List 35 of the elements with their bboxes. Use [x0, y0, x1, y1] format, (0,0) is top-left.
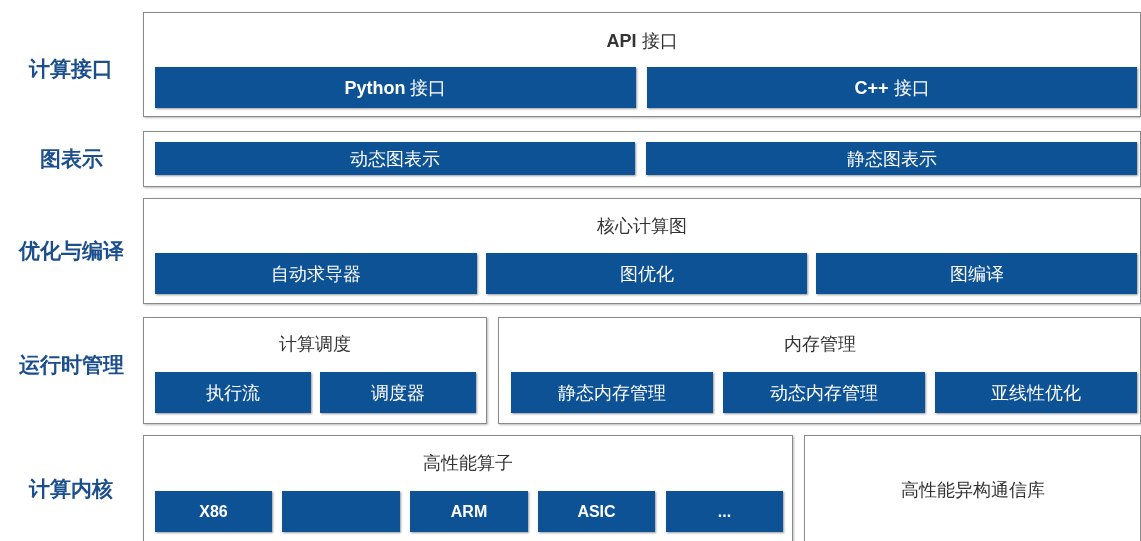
module-block — [282, 491, 400, 532]
module-block: X86 — [155, 491, 272, 532]
layer-panel — [143, 131, 1141, 187]
module-block: 自动求导器 — [155, 253, 477, 294]
layer-panel — [143, 435, 793, 541]
layer-panel — [143, 198, 1141, 304]
layer-panel — [143, 12, 1141, 117]
module-block: 图编译 — [816, 253, 1137, 294]
module-block: 动态图表示 — [155, 142, 635, 175]
module-block: 亚线性优化 — [935, 372, 1137, 413]
module-block: 调度器 — [320, 372, 476, 413]
layer-panel — [498, 317, 1141, 424]
module-block: C++ 接口 — [647, 67, 1137, 108]
panel-heading: API 接口 — [605, 30, 679, 53]
module-block: ARM — [410, 491, 528, 532]
module-block: 静态图表示 — [646, 142, 1137, 175]
panel-heading: 高性能异构通信库 — [899, 479, 1046, 502]
layer-label: 图表示 — [38, 146, 104, 172]
module-block: Python 接口 — [155, 67, 636, 108]
module-block: 执行流 — [155, 372, 311, 413]
layer-label: 计算内核 — [27, 476, 114, 502]
module-block: ... — [666, 491, 783, 532]
layer-label: 优化与编译 — [17, 238, 125, 264]
panel-heading: 计算调度 — [278, 333, 352, 356]
panel-heading: 高性能算子 — [422, 452, 514, 475]
layer-panel — [804, 435, 1141, 541]
layer-panel — [143, 317, 487, 424]
layer-label: 运行时管理 — [17, 352, 125, 378]
panel-heading: 内存管理 — [782, 333, 857, 356]
layer-label: 计算接口 — [27, 56, 114, 82]
module-block: 静态内存管理 — [511, 372, 713, 413]
module-block: ASIC — [538, 491, 655, 532]
module-block: 动态内存管理 — [723, 372, 925, 413]
module-block: 图优化 — [486, 253, 807, 294]
panel-heading: 核心计算图 — [596, 215, 688, 238]
